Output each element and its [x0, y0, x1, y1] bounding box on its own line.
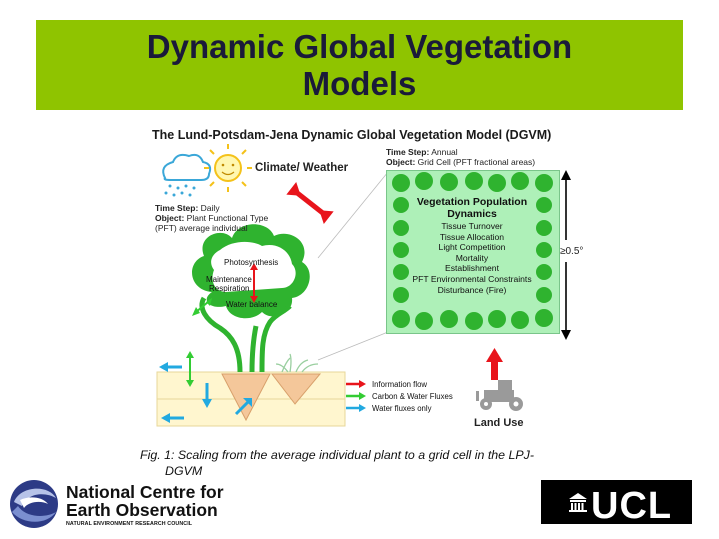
rain-cloud-icon	[162, 153, 212, 197]
individual-time-step-key: Time Step:	[155, 203, 199, 213]
carbon-process-arrow	[250, 263, 258, 303]
land-use-arrow	[486, 348, 503, 380]
legend-info-label: Information flow	[372, 380, 428, 389]
process-item: Tissue Turnover	[441, 221, 503, 231]
land-use-label: Land Use	[474, 417, 524, 429]
root-uptake-arrow	[234, 398, 252, 416]
nceo-logo-icon	[10, 480, 58, 528]
caption-line1: Fig. 1: Scaling from the average individ…	[140, 448, 534, 462]
ucl-wordmark: UCL	[591, 485, 673, 527]
climate-weather-label: Climate/ Weather	[255, 162, 349, 174]
legend-water-arrow	[346, 404, 366, 412]
legend-carbon-label: Carbon & Water Fluxes	[372, 392, 453, 401]
individual-time-step-value: Daily	[200, 203, 220, 213]
nerc-subtitle: NATURAL ENVIRONMENT RESEARCH COUNCIL	[66, 521, 193, 527]
grid-object-value: Grid Cell (PFT fractional areas)	[417, 157, 536, 167]
grid-time-step-value: Annual	[431, 147, 458, 157]
grid-object: Object: Grid Cell (PFT fractional areas)	[386, 157, 535, 167]
maintenance-label: Maintenance	[206, 275, 252, 284]
tractor-icon	[476, 380, 523, 411]
process-item: PFT Environmental Constraints	[412, 273, 532, 284]
root-zone-large	[221, 373, 271, 422]
drainage-arrow	[202, 383, 212, 408]
grid-time-step: Time Step: Annual	[386, 147, 458, 157]
caption-line2: DGVM	[165, 464, 203, 478]
root-zone-small	[270, 373, 322, 405]
grid-scale-arrow	[561, 170, 571, 340]
process-item: Light Competition	[438, 242, 506, 253]
process-item: Mortality	[455, 252, 489, 263]
process-item: Establishment	[445, 263, 499, 274]
perspective-line-top	[317, 171, 389, 259]
process-item: Disturbance (Fire)	[437, 284, 507, 295]
grid-time-step-key: Time Step:	[386, 147, 430, 157]
nceo-line1: National Centre for	[66, 482, 224, 502]
individual-time-step: Time Step: Daily	[155, 203, 220, 213]
perspective-line-bottom	[317, 331, 389, 361]
soil-water-flux-arrow	[186, 351, 194, 387]
grid-scale-label: ≥0.5°	[560, 246, 584, 257]
climate-exchange-arrow	[286, 182, 334, 224]
grid-cell-box	[386, 170, 560, 334]
vegetation-process-list: Tissue Turnover Tissue Allocation Light …	[386, 221, 558, 295]
pft-plant-icons	[392, 172, 553, 330]
water-balance-label: Water balance	[226, 300, 278, 309]
nceo-logo-text: National Centre for Earth Observation	[66, 483, 224, 519]
legend-info-arrow	[346, 380, 366, 388]
runoff-arrow-top	[159, 362, 182, 372]
vegetation-dynamics-heading: Vegetation Population Dynamics	[386, 196, 558, 220]
individual-object-value-line1: Plant Functional Type	[186, 213, 269, 223]
figure-title: The Lund-Potsdam-Jena Dynamic Global Veg…	[152, 128, 552, 142]
individual-object-value-line2: (PFT) average individual	[155, 223, 248, 233]
slide-title-line2: Models	[302, 65, 417, 102]
vegetation-heading-line2: Dynamics	[447, 208, 497, 220]
legend-water-label: Water fluxes only	[372, 404, 432, 413]
figure-caption: Fig. 1: Scaling from the average individ…	[140, 447, 600, 479]
slide-title-line1: Dynamic Global Vegetation	[146, 28, 573, 65]
photosynthesis-label: Photosynthesis	[224, 258, 279, 267]
ucl-logo	[541, 480, 692, 524]
respiration-label: Respiration	[209, 284, 250, 293]
legend-carbon-arrow	[346, 392, 366, 400]
slide-title-band: Dynamic Global Vegetation Models	[36, 20, 683, 110]
sun-icon	[204, 144, 252, 192]
individual-object-key: Object:	[155, 213, 185, 223]
ucl-portico-icon	[569, 493, 587, 512]
grid-object-key: Object:	[386, 157, 416, 167]
canopy-carbon-flux-arrow	[192, 298, 212, 316]
individual-object: Object: Plant Functional Type	[155, 213, 268, 223]
nceo-line2: Earth Observation	[66, 500, 218, 520]
runoff-arrow-bottom	[161, 413, 184, 423]
process-item: Tissue Allocation	[439, 231, 505, 242]
vegetation-heading-line1: Vegetation Population	[416, 196, 528, 208]
grass-icon	[275, 353, 319, 373]
